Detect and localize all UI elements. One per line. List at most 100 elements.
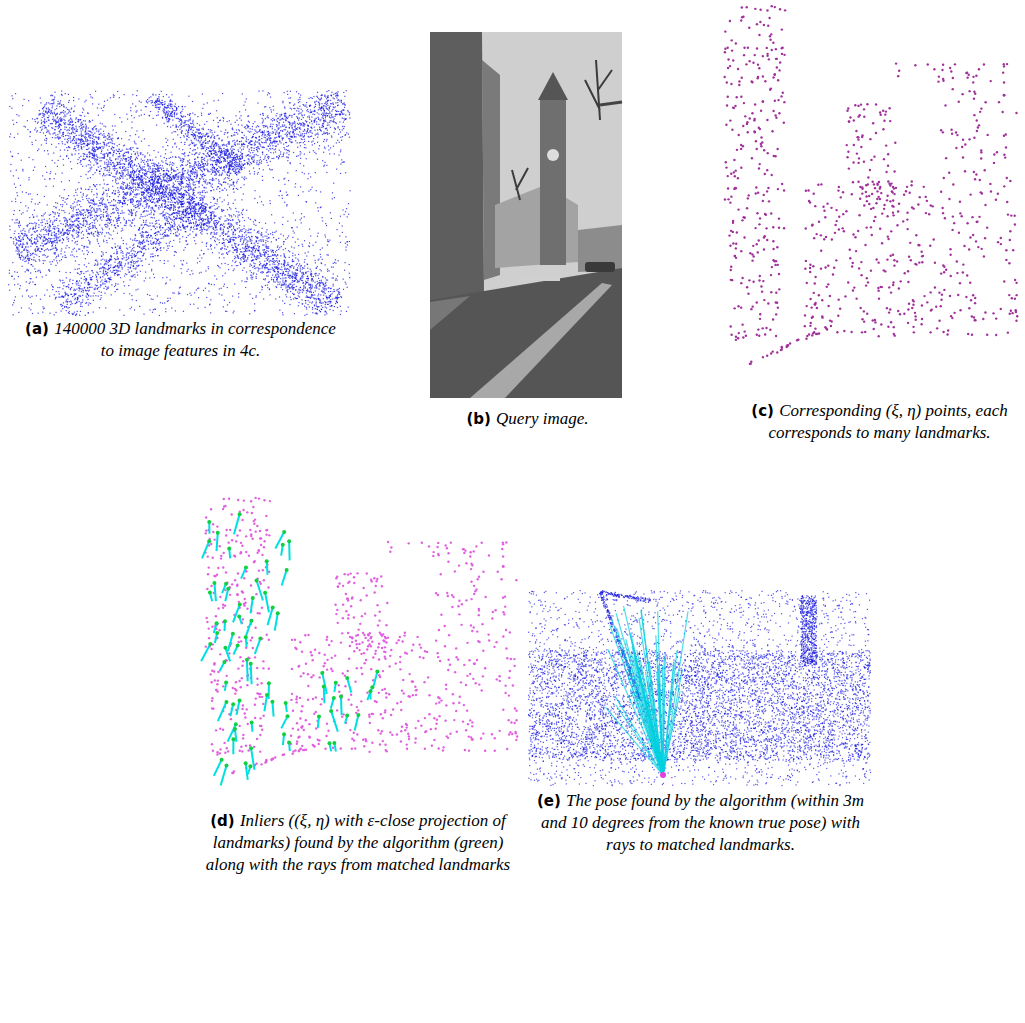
landmark-point — [189, 199, 190, 200]
landmark-point — [122, 149, 123, 150]
landmark-point — [66, 147, 67, 148]
landmark-point — [308, 300, 309, 301]
landmark-point — [313, 276, 314, 277]
landmark-point — [241, 231, 242, 232]
landmark-point — [330, 296, 331, 297]
landmark-point — [44, 122, 45, 123]
landmark-point — [86, 154, 87, 155]
landmark-point — [127, 175, 128, 176]
landmark-point — [302, 276, 303, 277]
landmark-point — [247, 248, 248, 249]
landmark-point — [248, 241, 249, 242]
landmark-point — [252, 267, 253, 268]
landmark-point — [133, 176, 134, 177]
landmark-point — [243, 267, 244, 268]
landmark-point — [311, 280, 312, 281]
landmark-point — [232, 219, 233, 220]
landmark-point — [253, 224, 254, 225]
landmark-point — [180, 211, 181, 212]
landmark-point — [306, 272, 307, 273]
landmark-point — [198, 216, 199, 217]
landmark-point — [69, 111, 70, 112]
landmark-point — [53, 103, 54, 104]
landmark-point — [136, 165, 137, 166]
landmark-point — [36, 118, 37, 119]
landmark-point — [320, 294, 321, 295]
landmark-point — [231, 265, 232, 266]
landmark-point — [113, 163, 114, 164]
landmark-point — [325, 285, 326, 286]
landmark-point — [109, 146, 110, 147]
landmark-point — [112, 176, 113, 177]
landmark-point — [343, 279, 344, 280]
landmark-point — [322, 307, 323, 308]
landmark-point — [41, 130, 42, 131]
landmark-point — [242, 243, 243, 244]
landmark-point — [238, 214, 239, 215]
photo-building — [430, 32, 484, 302]
landmark-point — [194, 210, 195, 211]
landmark-point — [125, 170, 126, 171]
landmark-point — [60, 119, 61, 120]
landmark-point — [98, 131, 99, 132]
landmark-point — [85, 124, 86, 125]
landmark-point — [88, 164, 89, 165]
landmark-point — [51, 123, 52, 124]
landmark-point — [282, 275, 283, 276]
landmark-point — [337, 291, 338, 292]
landmark-point — [48, 102, 49, 103]
landmark-point — [62, 143, 63, 144]
landmark-point — [226, 249, 227, 250]
landmark-point — [190, 220, 191, 221]
landmark-point — [329, 295, 330, 296]
landmark-point — [38, 114, 39, 115]
landmark-point — [105, 168, 106, 169]
landmark-point — [315, 298, 316, 299]
landmark-point — [112, 134, 113, 135]
landmark-point — [284, 284, 285, 285]
landmark-point — [337, 276, 338, 277]
landmark-point — [256, 241, 257, 242]
landmark-point — [66, 107, 67, 108]
landmark-point — [89, 170, 90, 171]
landmark-point — [250, 240, 251, 241]
landmark-point — [328, 304, 329, 305]
landmark-point — [327, 269, 328, 270]
landmark-point — [233, 214, 234, 215]
landmark-point — [306, 297, 307, 298]
landmark-point — [255, 236, 256, 237]
landmark-point — [337, 294, 338, 295]
landmark-point — [113, 129, 114, 130]
landmark-point — [306, 290, 307, 291]
landmark-point — [255, 267, 256, 268]
landmark-point — [242, 234, 243, 235]
landmark-point — [194, 216, 195, 217]
landmark-point — [98, 167, 99, 168]
landmark-point — [261, 286, 262, 287]
landmark-point — [138, 176, 139, 177]
landmark-point — [100, 133, 101, 134]
query-photo — [430, 32, 622, 398]
photo-car — [585, 262, 615, 272]
landmark-point — [272, 267, 273, 268]
landmark-point — [120, 166, 121, 167]
landmark-point — [292, 273, 293, 274]
landmark-point — [160, 175, 161, 176]
landmark-point — [202, 190, 203, 191]
landmark-point — [128, 152, 129, 153]
landmark-point — [64, 120, 65, 121]
landmark-point — [236, 224, 237, 225]
landmark-point — [219, 235, 220, 236]
landmark-point — [160, 165, 161, 166]
landmark-point — [51, 112, 52, 113]
landmark-point — [244, 239, 245, 240]
landmark-point — [224, 248, 225, 249]
landmark-point — [339, 288, 340, 289]
landmark-point — [58, 128, 59, 129]
landmark-point — [333, 285, 334, 286]
landmark-point — [268, 246, 269, 247]
landmark-point — [296, 286, 297, 287]
landmark-point — [88, 134, 89, 135]
landmark-point — [245, 246, 246, 247]
landmark-point — [238, 235, 239, 236]
